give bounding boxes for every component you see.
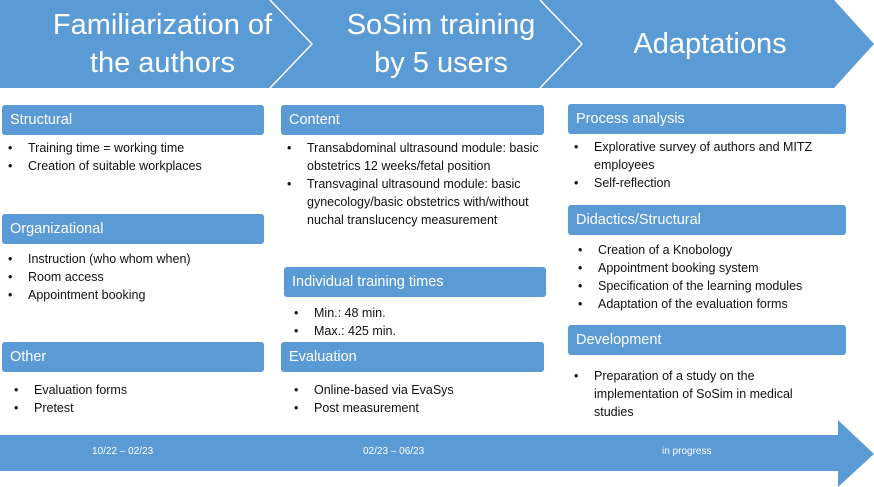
list-item: Appointment booking — [2, 286, 264, 304]
list-item: Max.: 425 min. — [288, 322, 544, 340]
list-item: Creation of suitable workplaces — [2, 157, 264, 175]
section-header-didactics: Didactics/Structural — [568, 205, 846, 235]
phase-title-adaptations: Adaptations — [585, 0, 835, 88]
phase-chevron-3 — [540, 0, 874, 88]
list-item: Room access — [2, 268, 264, 286]
timeline-date-1: 10/22 – 02/23 — [92, 446, 154, 457]
list-item: Self-reflection — [568, 174, 846, 192]
list-content: Transabdominal ultrasound module: basic … — [281, 139, 539, 229]
list-item: Appointment booking system — [572, 259, 846, 277]
section-header-development: Development — [568, 325, 846, 355]
chevron-separator-1 — [269, 0, 314, 89]
phase-title-training: SoSim training by 5 users — [310, 0, 572, 88]
phase-chevron-1 — [0, 0, 312, 88]
list-training-times: Min.: 48 min. Max.: 425 min. — [288, 304, 544, 340]
timeline-date-3: in progress — [662, 446, 712, 457]
list-item: Instruction (who whom when) — [2, 250, 264, 268]
phase-title-line: by 5 users — [374, 47, 508, 79]
list-item: Pretest — [8, 399, 264, 417]
list-structural: Training time = working time Creation of… — [2, 139, 264, 175]
phase-chevron-2 — [270, 0, 582, 88]
list-item: Min.: 48 min. — [288, 304, 544, 322]
section-header-other: Other — [2, 342, 264, 372]
list-evaluation: Online-based via EvaSys Post measurement — [288, 381, 544, 417]
list-item: Explorative survey of authors and MITZ e… — [568, 138, 846, 174]
timeline-date-2: 02/23 – 06/23 — [363, 446, 425, 457]
list-didactics: Creation of a Knobology Appointment book… — [572, 241, 846, 313]
chevron-separator-2 — [539, 0, 584, 89]
timeline-arrow — [0, 420, 874, 487]
list-other: Evaluation forms Pretest — [8, 381, 264, 417]
list-process-analysis: Explorative survey of authors and MITZ e… — [568, 138, 846, 192]
phase-title-line: SoSim training — [346, 9, 536, 41]
list-organizational: Instruction (who whom when) Room access … — [2, 250, 264, 304]
list-item: Preparation of a study on the implementa… — [568, 367, 828, 421]
list-item: Post measurement — [288, 399, 544, 417]
list-item: Transabdominal ultrasound module: basic … — [281, 139, 539, 175]
list-item: Online-based via EvaSys — [288, 381, 544, 399]
phase-title-line: the authors — [89, 47, 236, 79]
section-header-organizational: Organizational — [2, 214, 264, 244]
section-header-training-times: Individual training times — [284, 267, 546, 297]
section-header-structural: Structural — [2, 105, 264, 135]
section-header-process-analysis: Process analysis — [568, 104, 846, 134]
list-item: Creation of a Knobology — [572, 241, 846, 259]
list-item: Specification of the learning modules — [572, 277, 846, 295]
list-item: Transvaginal ultrasound module: basic gy… — [281, 175, 539, 229]
phase-title-familiarization: Familiarization of the authors — [20, 0, 305, 88]
list-item: Training time = working time — [2, 139, 264, 157]
section-header-evaluation: Evaluation — [281, 342, 544, 372]
timeline-arrow-shape — [0, 420, 874, 487]
section-header-content: Content — [281, 105, 544, 135]
phase-chevrons — [0, 0, 874, 89]
phase-title-line: Familiarization of — [52, 9, 273, 41]
list-development: Preparation of a study on the implementa… — [568, 367, 828, 421]
list-item: Evaluation forms — [8, 381, 264, 399]
phase-title-line: Adaptations — [633, 28, 787, 60]
list-item: Adaptation of the evaluation forms — [572, 295, 846, 313]
